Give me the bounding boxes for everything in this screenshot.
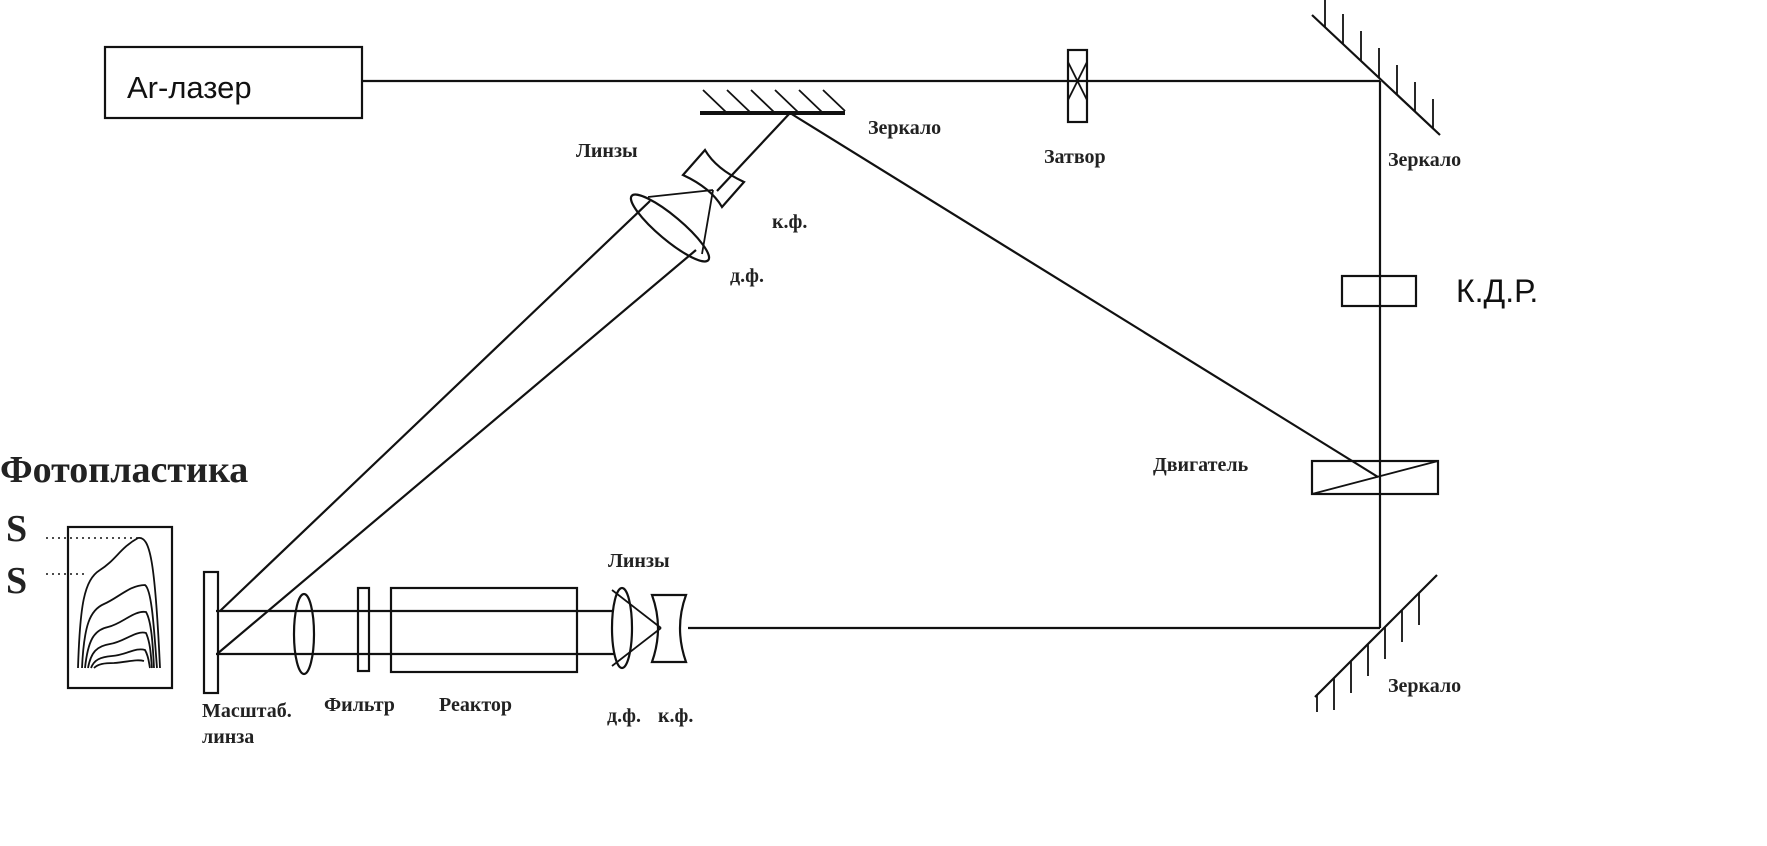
photoplastic-label: Фотопластика [0,449,248,491]
concave-lens-top-icon [681,148,746,209]
kdr-crystal: К.Д.Р. [1340,273,1538,309]
photoplastic-frame [66,525,174,690]
mirror-right-top-label: Зеркало [1388,149,1461,171]
scale-lens-icon [292,592,316,676]
concave-lens-bottom-icon [650,593,688,664]
ar-laser: Ar-лазер [103,45,364,120]
convex-lens-bottom-icon [610,586,634,670]
mirror-right-bottom: Зеркало [1314,574,1461,712]
lenses-top: Линзы к.ф. д.ф. [576,112,807,287]
s-label-2: S [6,560,27,602]
shutter: Затвор [1044,48,1106,168]
shutter-label: Затвор [1044,146,1106,168]
lenses-bottom: Линзы д.ф. к.ф. [607,550,693,727]
lenses-top-label: Линзы [576,140,638,162]
s-label-1: S [6,508,27,550]
convex-lens-top-icon [629,193,711,263]
kf-bottom-label: к.ф. [658,705,693,727]
filter-label: Фильтр [324,694,395,716]
kf-top-label: к.ф. [772,211,807,233]
filter: Фильтр [324,586,395,716]
mirror-right-bottom-label: Зеркало [1388,675,1461,697]
beam-diagonal-wide-lower [216,249,697,655]
scale-lens-label-2: линза [202,726,254,748]
lenses-bottom-label: Линзы [608,550,670,572]
mirror-top: Зеркало [700,89,941,139]
df-top-label: д.ф. [730,265,764,287]
beam-diagonal-wide-upper [219,200,651,612]
mirror-top-label: Зеркало [868,117,941,139]
reactor: Реактор [389,586,579,716]
motor-label: Двигатель [1153,454,1249,476]
mirror-right-top: Зеркало [1311,0,1461,171]
scale-lens: Масштаб. линза [202,592,316,748]
reactor-label: Реактор [439,694,512,716]
profile-curves [77,537,161,669]
kdr-label: К.Д.Р. [1456,273,1538,309]
scale-lens-label-1: Масштаб. [202,700,292,722]
df-bottom-label: д.ф. [607,705,641,727]
beam-diagonal-reference [789,112,1379,478]
holographic-plate [202,570,220,695]
ar-laser-label: Ar-лазер [127,70,252,105]
photoplastic: Фотопластика S S [0,449,248,690]
motor: Двигатель [1153,454,1440,496]
